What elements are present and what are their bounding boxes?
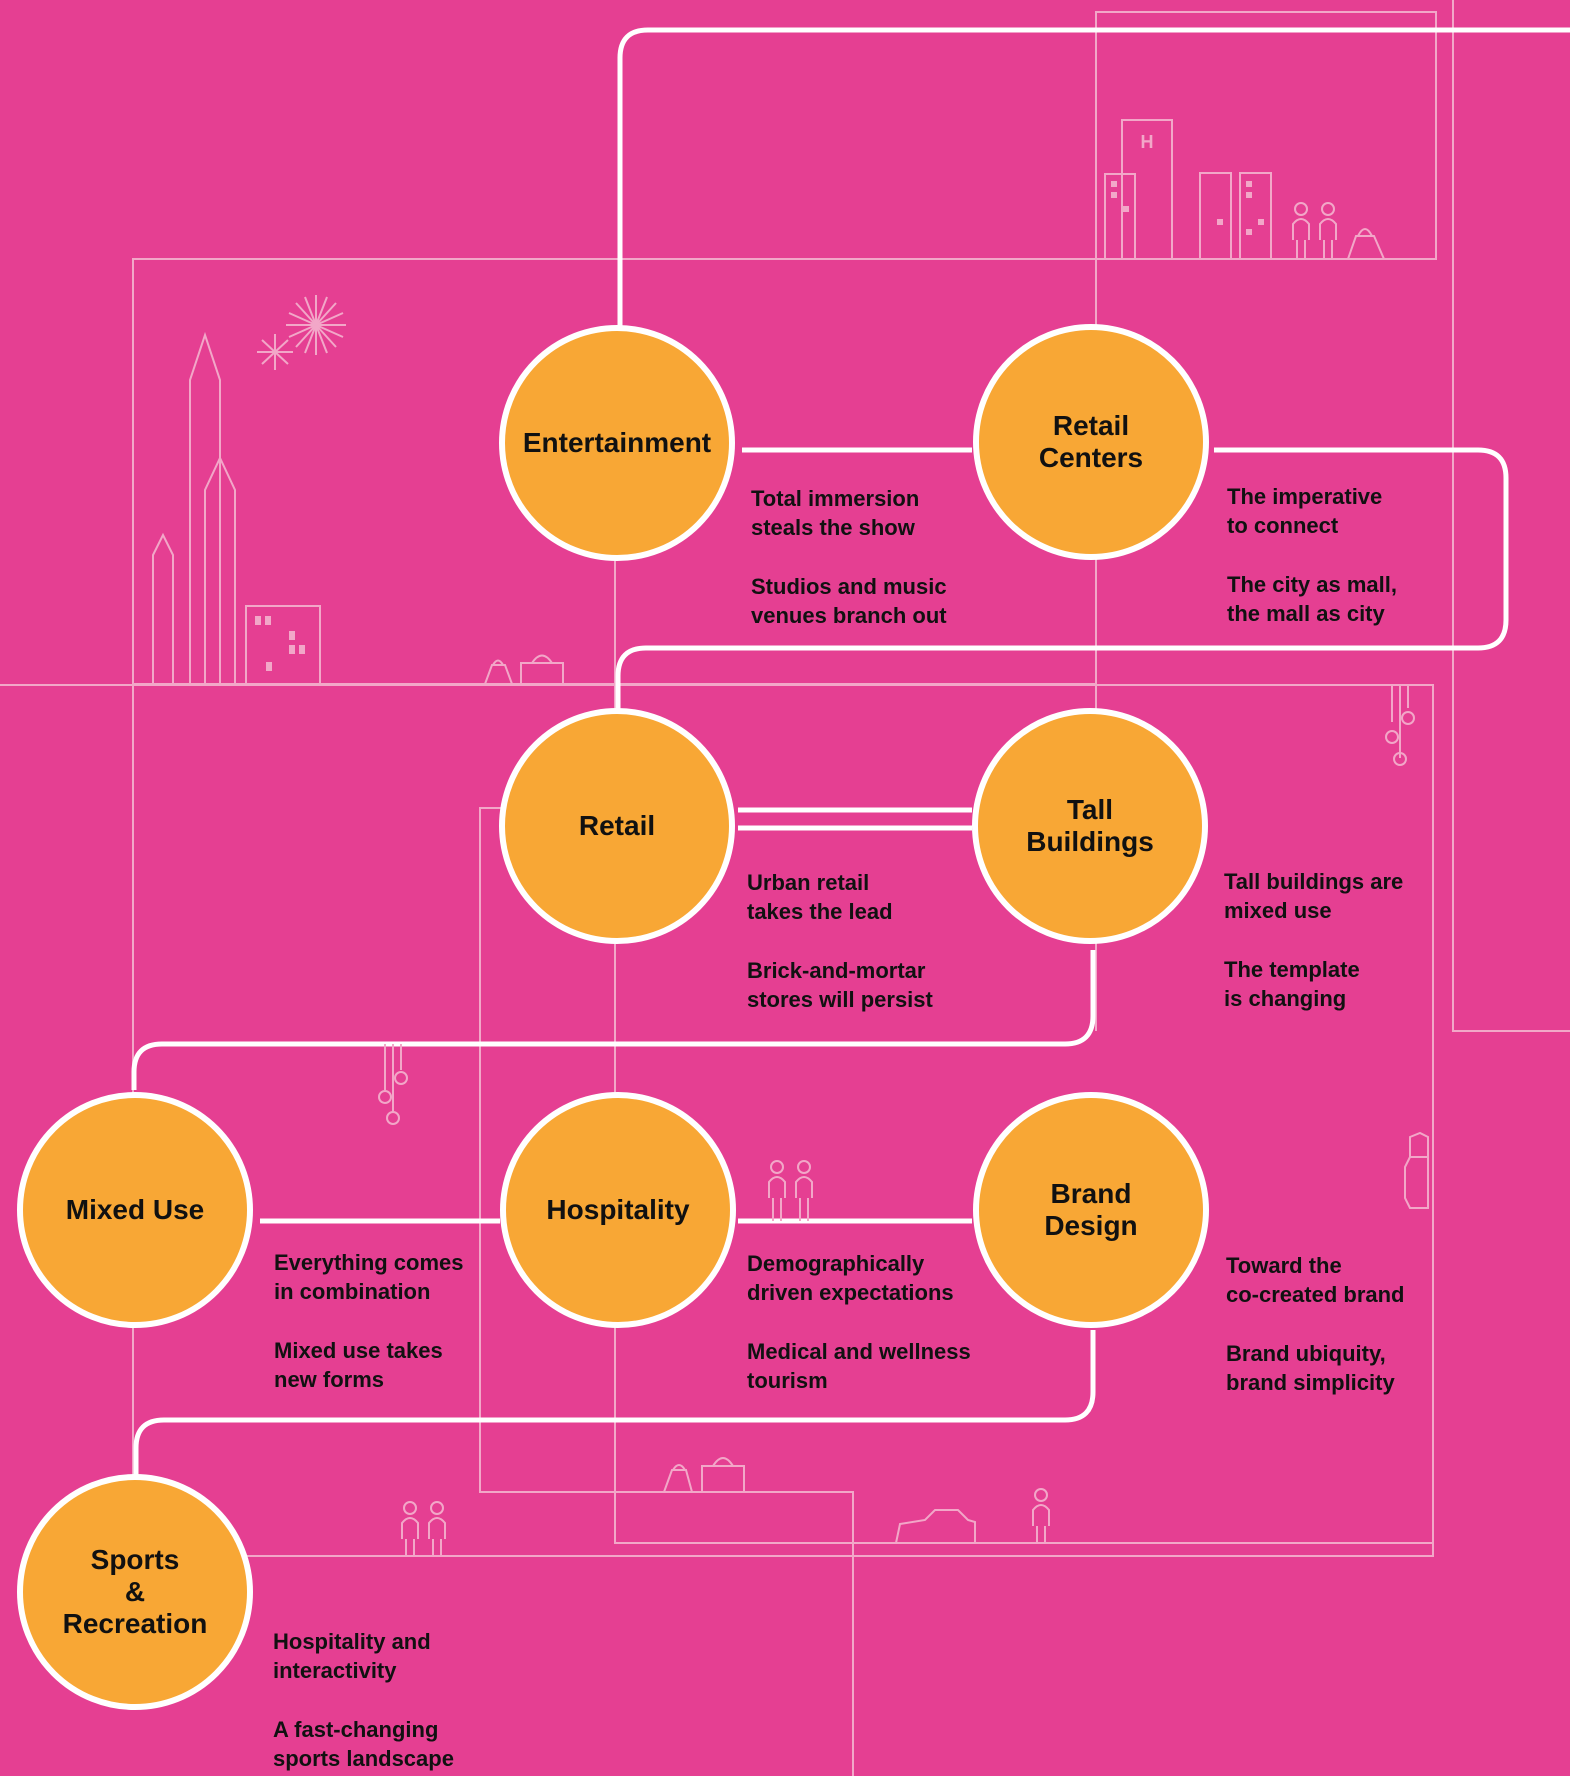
node-sports-recreation: Sports & Recreation [17,1474,253,1710]
building-windows [1111,181,1264,235]
sports-desc-2: A fast-changing sports landscape [273,1717,454,1771]
node-mixed-use: Mixed Use [17,1092,253,1328]
node-label: Brand Design [1044,1178,1138,1241]
node-label: Hospitality [546,1194,690,1225]
main-path [131,27,1570,1475]
node-label: Retail [578,810,656,841]
sports-desc-1: Hospitality and interactivity [273,1629,431,1683]
node-retail-centers: Retail Centers [973,324,1209,560]
hotel-sign: H [1141,132,1154,152]
node-label: Retail Centers [1038,410,1144,473]
mixed-use-desc-1: Everything comes in combination [274,1250,464,1304]
people-icon [401,1160,1050,1556]
people-icon [1292,202,1337,259]
node-entertainment: Entertainment [499,325,735,561]
brand-design-desc-2: Brand ubiquity, brand simplicity [1226,1341,1395,1395]
shopping-bag-icon [484,654,745,1493]
tall-buildings-desc-1: Tall buildings are mixed use [1224,869,1404,923]
hospitality-desc-2: Medical and wellness tourism [747,1339,971,1393]
node-label: Entertainment [522,427,712,458]
entertainment-desc-1: Total immersion steals the show [751,486,920,540]
node-hospitality: Hospitality [500,1092,736,1328]
node-retail: Retail [499,708,735,944]
retail-centers-desc-1: The imperative to connect [1227,484,1383,538]
node-label: Tall Buildings [1026,794,1154,857]
node-tall-buildings: Tall Buildings [972,708,1208,944]
office-windows [255,616,305,671]
fireworks-icon [257,295,346,370]
lamp-icon [378,685,1415,1125]
tall-buildings-desc-2: The template is changing [1224,957,1360,1011]
entertainment-desc-2: Studios and music venues branch out [751,574,947,628]
skyscraper-icon [152,331,321,685]
car-icon [894,1131,1429,1544]
retail-desc-1: Urban retail takes the lead [747,870,893,924]
node-label: Mixed Use [65,1194,205,1225]
mixed-use-desc-2: Mixed use takes new forms [274,1338,443,1392]
hospitality-desc-1: Demographically driven expectations [747,1251,954,1305]
brand-design-desc-1: Toward the co-created brand [1226,1253,1405,1307]
shopping-bag-icon [1347,228,1385,260]
building-icon [1104,119,1272,260]
retail-centers-desc-2: The city as mall, the mall as city [1227,572,1397,626]
node-brand-design: Brand Design [973,1092,1209,1328]
retail-desc-2: Brick-and-mortar stores will persist [747,958,933,1012]
node-label: Sports & Recreation [62,1544,208,1639]
